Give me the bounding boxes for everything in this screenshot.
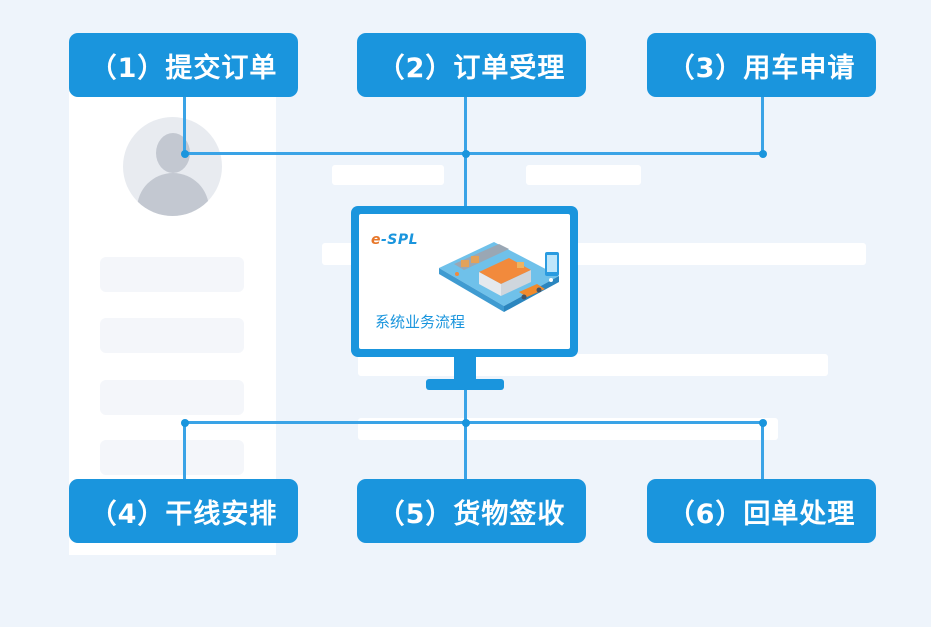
connector-line — [761, 97, 764, 154]
step-vehicle-request: （3）用车申请 — [647, 33, 876, 97]
step-order-accept: （2）订单受理 — [357, 33, 586, 97]
monitor-screen: e-SPL 系统业务流程 — [359, 214, 570, 349]
step-submit-order: （1）提交订单 — [69, 33, 298, 97]
placeholder-bar — [100, 318, 244, 353]
connector-line — [183, 97, 186, 154]
placeholder-bar — [100, 440, 244, 475]
junction-dot — [462, 150, 470, 158]
connector-line — [183, 421, 186, 481]
junction-dot — [181, 419, 189, 427]
connector-line — [183, 152, 764, 155]
step-receipt-process: （6）回单处理 — [647, 479, 876, 543]
placeholder-line — [526, 165, 641, 185]
monitor-caption: 系统业务流程 — [375, 313, 466, 331]
monitor-stand — [426, 379, 504, 390]
junction-dot — [759, 150, 767, 158]
connector-line — [761, 421, 764, 481]
placeholder-bar — [100, 380, 244, 415]
connector-line — [183, 421, 764, 424]
monitor-icon: e-SPL 系统业务流程 — [351, 206, 578, 357]
avatar-icon — [123, 117, 222, 216]
warehouse-illustration — [439, 242, 559, 312]
step-trunk-arrange: （4）干线安排 — [69, 479, 298, 543]
esl-logo: e-SPL — [371, 232, 419, 248]
junction-dot — [181, 150, 189, 158]
monitor-neck — [454, 357, 476, 381]
step-goods-sign: （5）货物签收 — [357, 479, 586, 543]
connector-line — [464, 389, 467, 481]
placeholder-line — [332, 165, 444, 185]
placeholder-line — [358, 354, 828, 376]
placeholder-bar — [100, 257, 244, 292]
junction-dot — [759, 419, 767, 427]
junction-dot — [462, 419, 470, 427]
